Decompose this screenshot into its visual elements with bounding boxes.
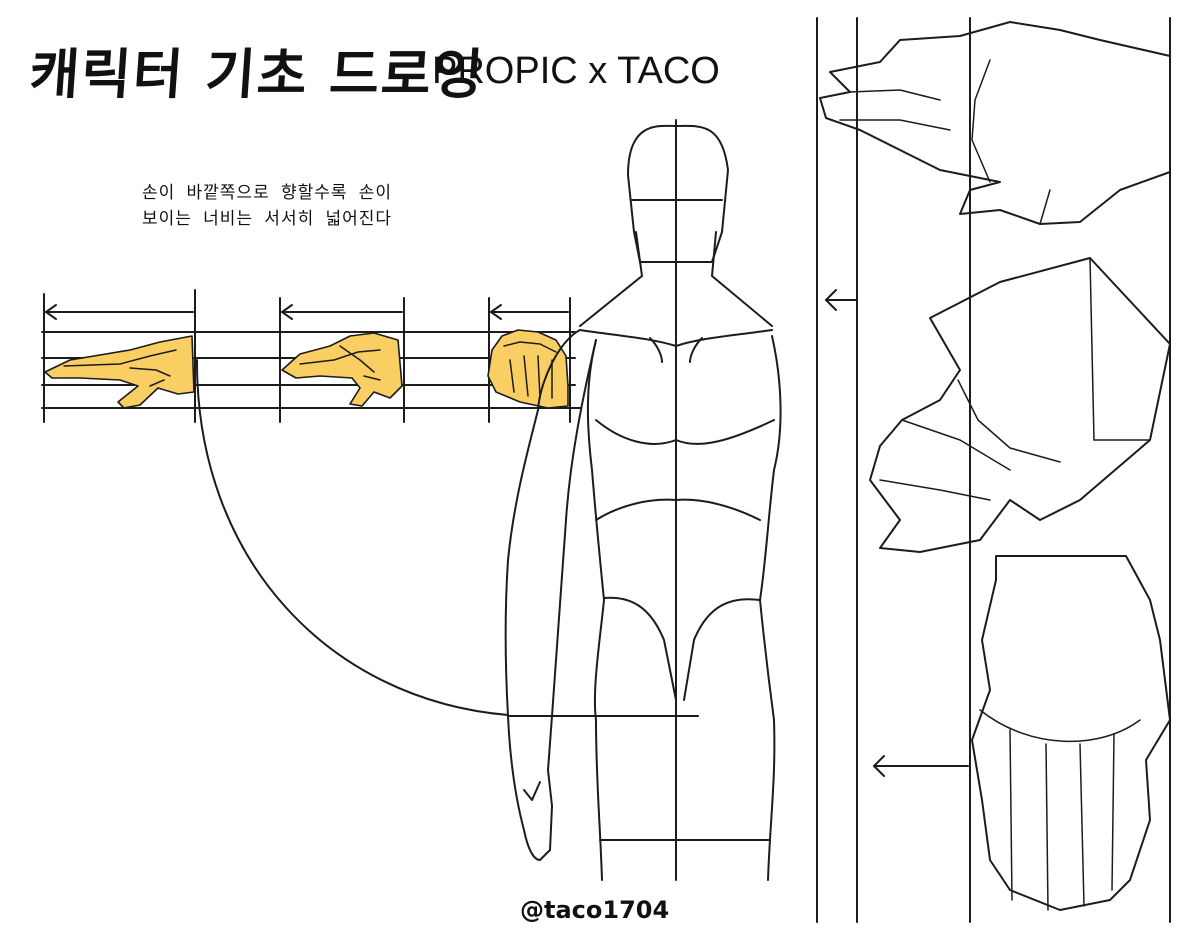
hand-side-view xyxy=(44,335,195,409)
hand-front-view xyxy=(487,329,569,409)
hand-sketch-angled xyxy=(869,257,1171,553)
hand-angled-view xyxy=(281,332,403,407)
right-arrow-1 xyxy=(825,289,857,311)
page-title: 캐릭터 기초 드로잉 xyxy=(27,43,487,106)
caption-line-2: 보이는 너비는 서서히 넓어진다 xyxy=(142,209,393,229)
author-credit: @taco1704 xyxy=(520,896,670,924)
right-arrow-2 xyxy=(873,755,969,777)
width-arrow-1 xyxy=(45,304,194,320)
hand-sketch-front xyxy=(971,555,1171,911)
torso-figure xyxy=(504,119,782,881)
caption-line-1: 손이 바깥쪽으로 향할수록 손이 xyxy=(142,183,393,203)
arm-swing-arc xyxy=(195,359,509,716)
width-arrow-3 xyxy=(490,304,569,320)
right-panel-lines xyxy=(816,17,1171,923)
head-outline xyxy=(627,124,729,263)
hand-sketch-edge xyxy=(819,21,1171,225)
width-arrow-2 xyxy=(281,304,403,320)
page-subtitle: PROPIC x TACO xyxy=(432,50,720,92)
caption-text: 손이 바깥쪽으로 향할수록 손이 보이는 너비는 서서히 넓어진다 xyxy=(142,180,392,232)
